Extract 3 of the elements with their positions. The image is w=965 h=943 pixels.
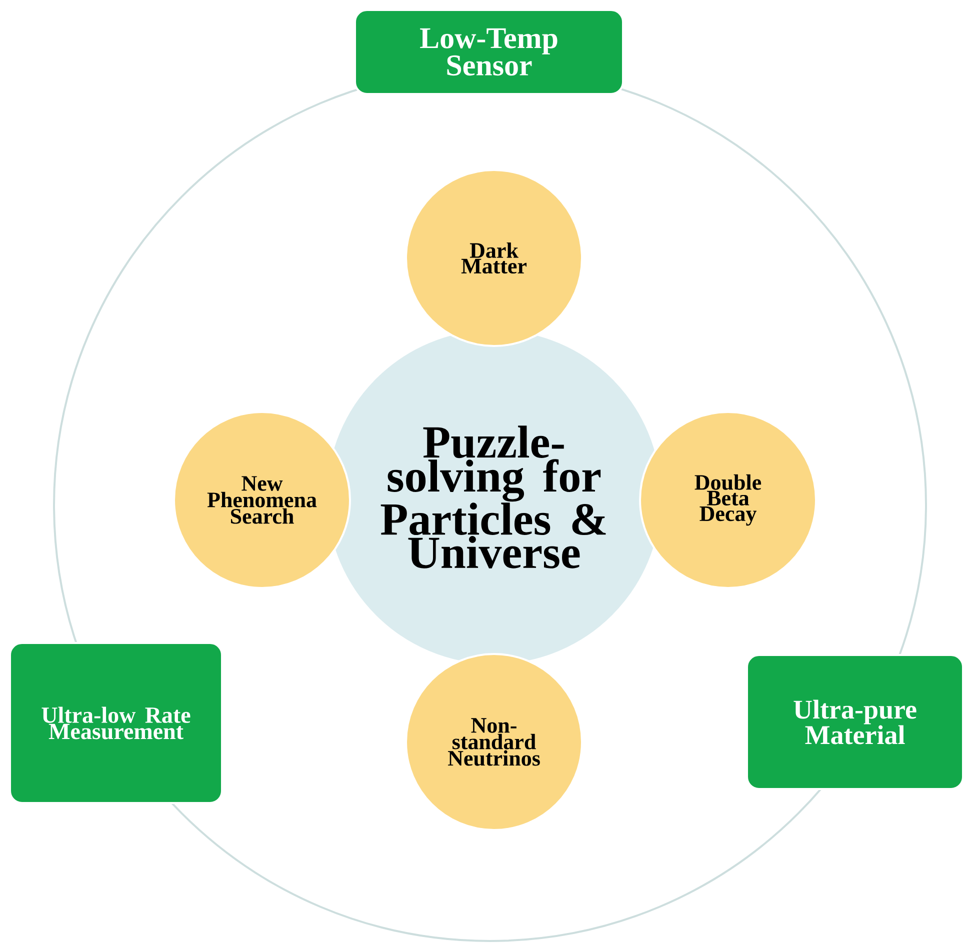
- label-box: Ultra-pure Material: [746, 654, 964, 790]
- label-box: Ultra-low Rate Measurement: [9, 642, 223, 804]
- label-box: Low-Temp Sensor: [354, 9, 624, 95]
